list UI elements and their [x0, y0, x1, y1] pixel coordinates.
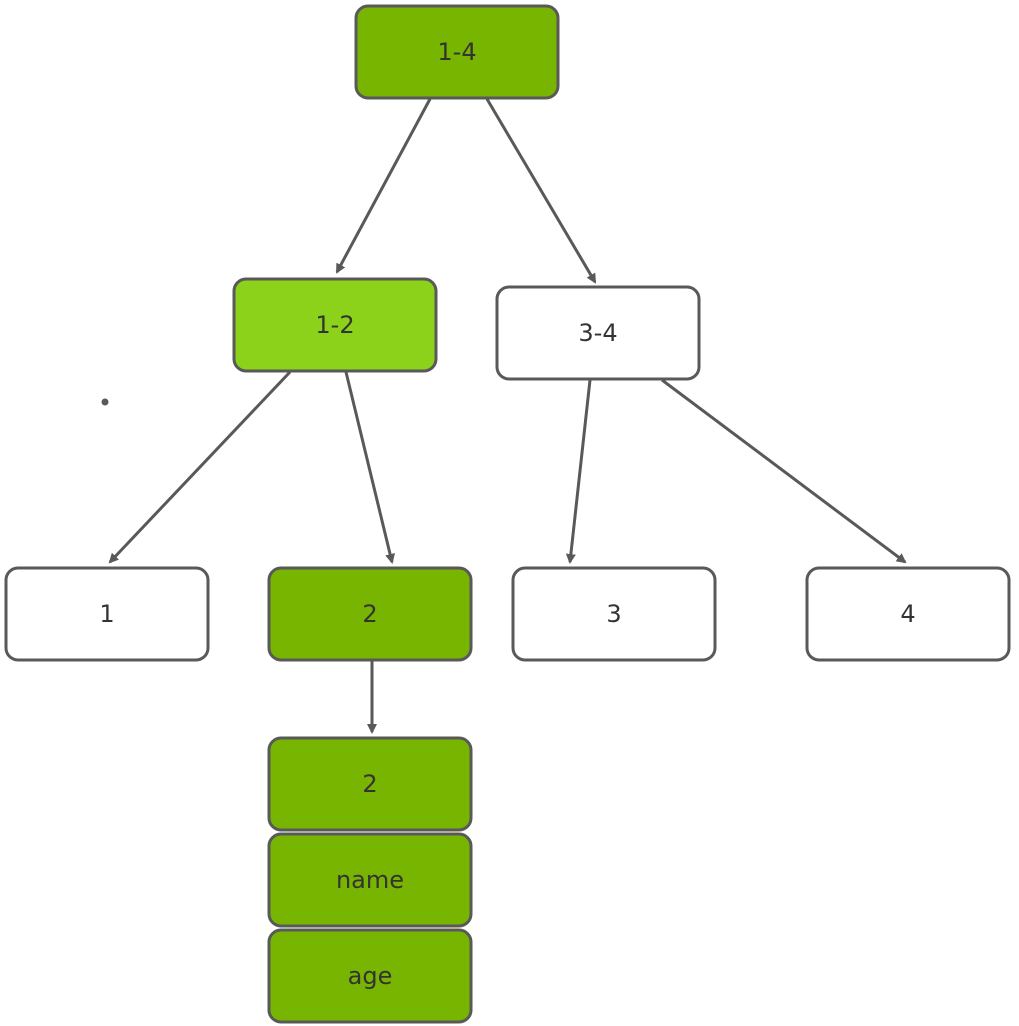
node-label: 1-4	[437, 38, 476, 66]
edge-1-4-to-1-2	[335, 98, 432, 274]
edge-1-2-to-2	[344, 371, 395, 564]
node-label: 2	[362, 770, 377, 798]
node-1: 1	[4, 566, 210, 662]
record-node-2: 2 name age	[267, 736, 473, 1024]
node-label: 3-4	[578, 319, 617, 347]
edges	[108, 98, 907, 734]
node-4: 4	[805, 566, 1011, 662]
node-3-4: 3-4	[495, 285, 701, 381]
edge-1-2-to-1	[108, 370, 292, 564]
record-field-2: 2	[267, 736, 473, 832]
node-label: 4	[900, 600, 915, 628]
edge-3-4-to-4	[661, 378, 907, 564]
node-1-2: 1-2	[232, 277, 438, 373]
node-label: 2	[362, 600, 377, 628]
stray-dot	[101, 398, 109, 406]
node-3: 3	[511, 566, 717, 662]
edge-3-4-to-3	[565, 379, 592, 564]
record-field-name: name	[267, 832, 473, 928]
edge-1-4-to-3-4	[485, 98, 597, 284]
node-2: 2	[267, 566, 473, 662]
node-label: 1-2	[315, 311, 354, 339]
record-field-age: age	[267, 928, 473, 1024]
node-label: name	[336, 866, 404, 894]
node-label: age	[348, 962, 393, 990]
node-1-4: 1-4	[354, 4, 560, 100]
node-label: 1	[99, 600, 114, 628]
node-label: 3	[606, 600, 621, 628]
